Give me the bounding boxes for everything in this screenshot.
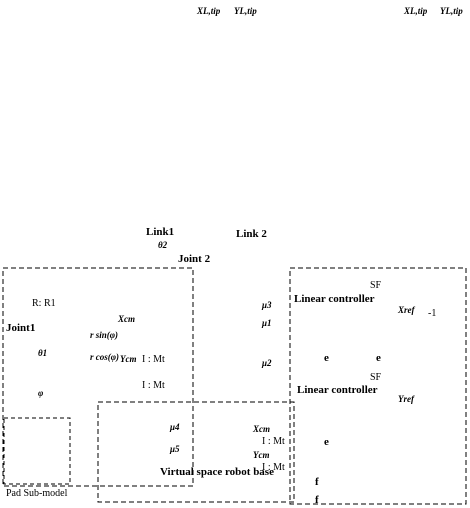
virtual-base-label: Virtual space robot base — [160, 466, 274, 478]
x-tip-2-label: XL,tip — [404, 6, 427, 16]
mu3-label: μ3 — [262, 300, 272, 310]
y-cm-label: Ycm — [120, 354, 137, 364]
mu1-label: μ1 — [262, 318, 272, 328]
r-sin-label: r sin(φ) — [90, 330, 118, 340]
y-tip-2-label: YL,tip — [440, 6, 463, 16]
mu4-label: μ4 — [170, 422, 180, 432]
mu2-label: μ2 — [262, 358, 272, 368]
i-mt-2-label: I : Mt — [142, 380, 165, 391]
linear-controller-1-label: Linear controller — [294, 293, 375, 305]
y-ref-label: Yref — [398, 394, 414, 404]
theta2-label: θ2 — [158, 240, 167, 250]
source-flow-2: SF — [370, 372, 381, 383]
theta1-label: θ1 — [38, 348, 47, 358]
x-cm-base-label: Xcm — [253, 424, 270, 434]
linear-controller-2-label: Linear controller — [297, 384, 378, 396]
x-cm-label: Xcm — [118, 314, 135, 324]
r-r1-label: R: R1 — [32, 298, 56, 309]
effort-label-3: e — [324, 436, 329, 448]
flow-label-2: f — [315, 494, 319, 506]
i-mt-4-label: I : Mt — [262, 462, 285, 473]
gain-label: -1 — [428, 308, 436, 319]
y-cm-base-label: Ycm — [253, 450, 270, 460]
y-tip-1-label: YL,tip — [234, 6, 257, 16]
mu5-label: μ5 — [170, 444, 180, 454]
source-flow-1: SF — [370, 280, 381, 291]
joint1-label: Joint1 — [6, 322, 35, 334]
x-ref-label: Xref — [398, 305, 415, 315]
flow-label-1: f — [315, 476, 319, 488]
r-cos-label: r cos(φ) — [90, 352, 119, 362]
pad-submodel-label: Pad Sub-model — [6, 488, 67, 499]
i-mt-1-label: I : Mt — [142, 354, 165, 365]
x-tip-1-label: XL,tip — [197, 6, 220, 16]
joint2-label: Joint 2 — [178, 253, 210, 265]
effort-label-1: e — [324, 352, 329, 364]
phi-label: φ — [38, 388, 43, 398]
i-mt-3-label: I : Mt — [262, 436, 285, 447]
link2-label: Link 2 — [236, 228, 267, 240]
pad-submodel-frame — [4, 418, 70, 484]
link1-label: Link1 — [146, 226, 174, 238]
effort-label-2: e — [376, 352, 381, 364]
